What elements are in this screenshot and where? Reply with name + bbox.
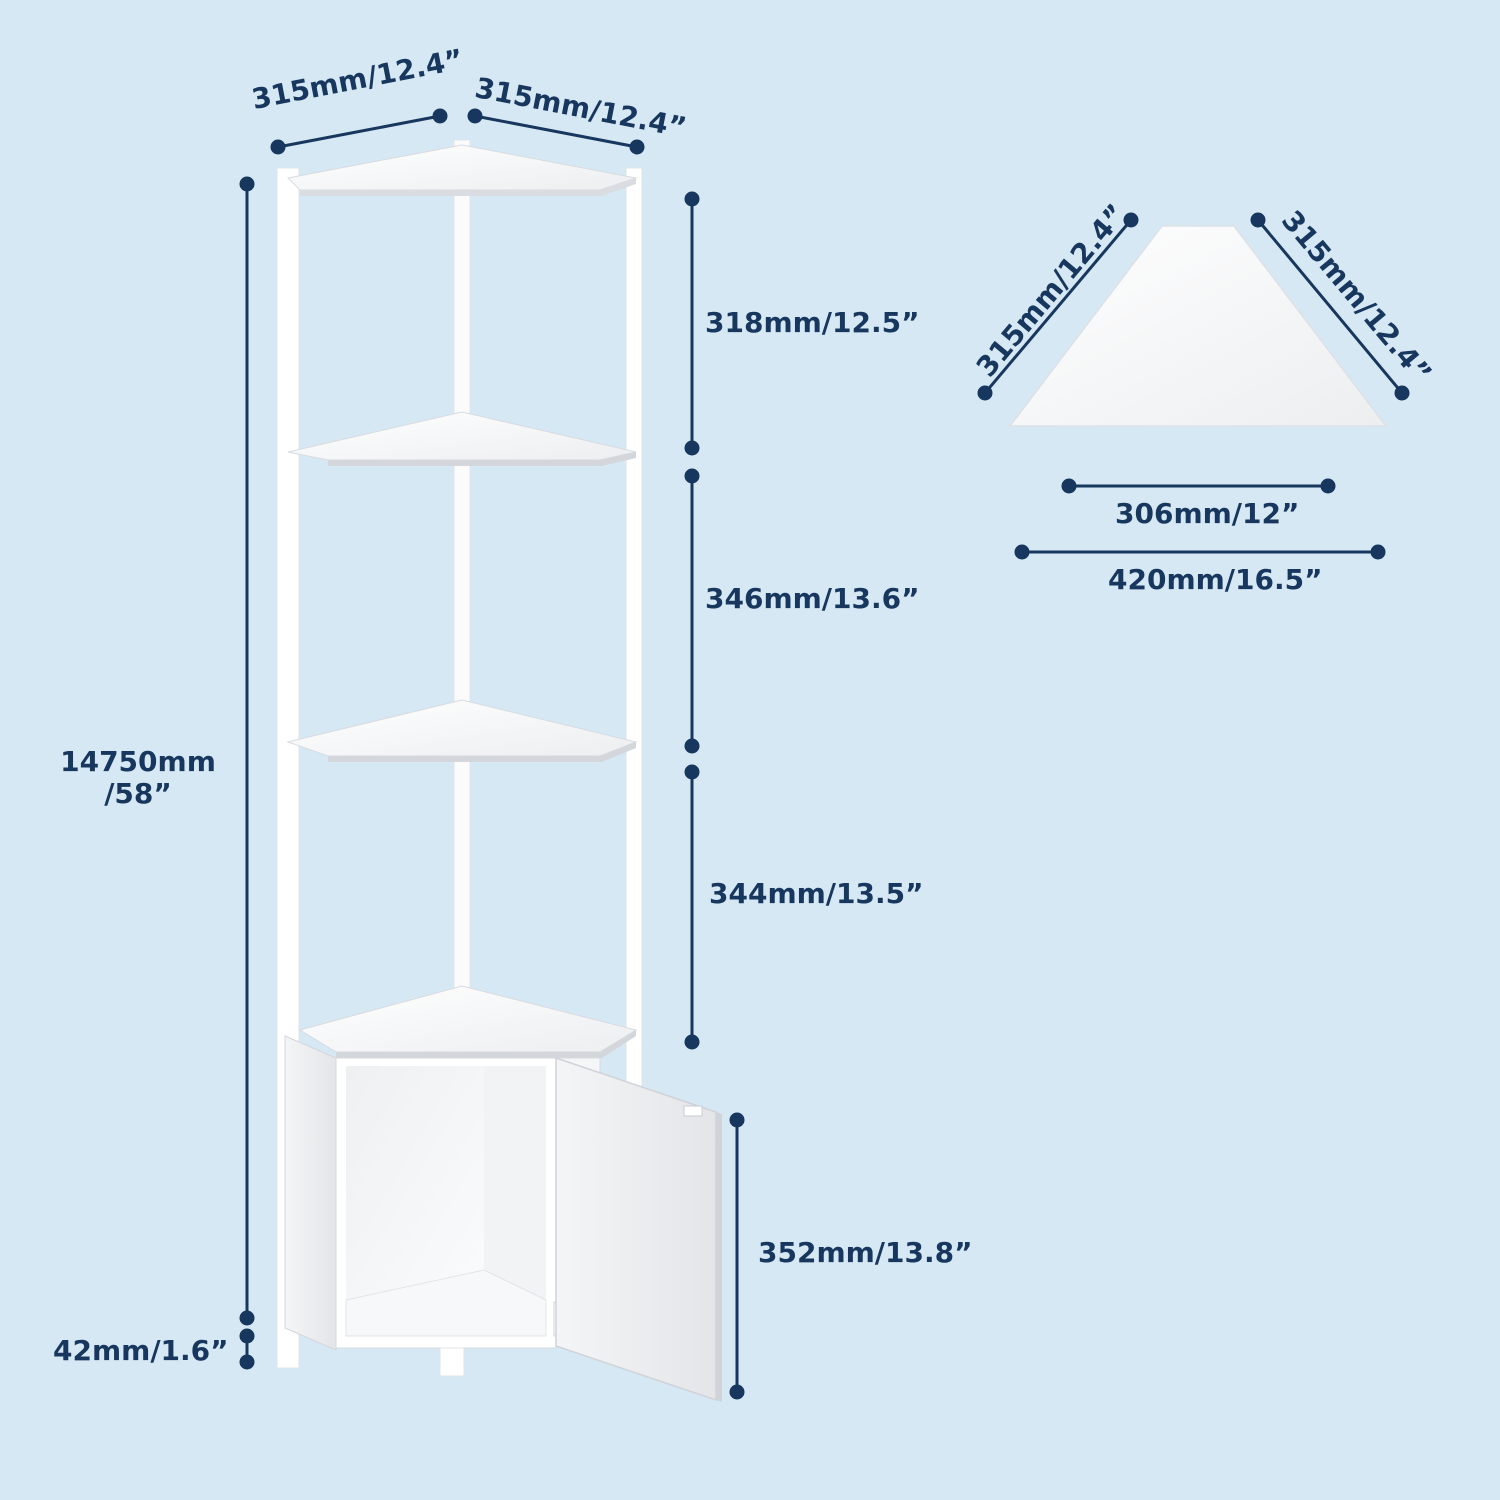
total-height-line-2: /58” bbox=[104, 777, 172, 811]
dimension-lines bbox=[239, 108, 745, 1400]
top-view-shelf bbox=[1008, 225, 1388, 427]
cabinet-height-label: 352mm/13.8” bbox=[758, 1236, 973, 1269]
top-view-dimension-lines bbox=[977, 212, 1410, 560]
top-shelf bbox=[286, 144, 638, 196]
top-view-front-edge-label: 306mm/12” bbox=[1115, 497, 1300, 530]
shelf-3 bbox=[286, 699, 638, 762]
shelf-gap-lower-label: 344mm/13.5” bbox=[709, 877, 924, 910]
foot-height-label: 42mm/1.6” bbox=[53, 1334, 229, 1367]
cabinet-top bbox=[298, 985, 638, 1058]
corner-shelf-unit bbox=[276, 139, 722, 1402]
shelf-gap-top-label: 318mm/12.5” bbox=[705, 306, 920, 339]
total-height-label: 14750mm /58” bbox=[58, 745, 218, 811]
cabinet-door bbox=[555, 1056, 722, 1402]
top-view-overall-width-label: 420mm/16.5” bbox=[1108, 563, 1323, 596]
shelf-2 bbox=[287, 411, 637, 466]
total-height-line-1: 14750mm bbox=[60, 745, 216, 778]
back-post bbox=[453, 139, 471, 1021]
shelf-gap-middle-label: 346mm/13.6” bbox=[705, 582, 920, 615]
cabinet-body bbox=[284, 1035, 601, 1377]
